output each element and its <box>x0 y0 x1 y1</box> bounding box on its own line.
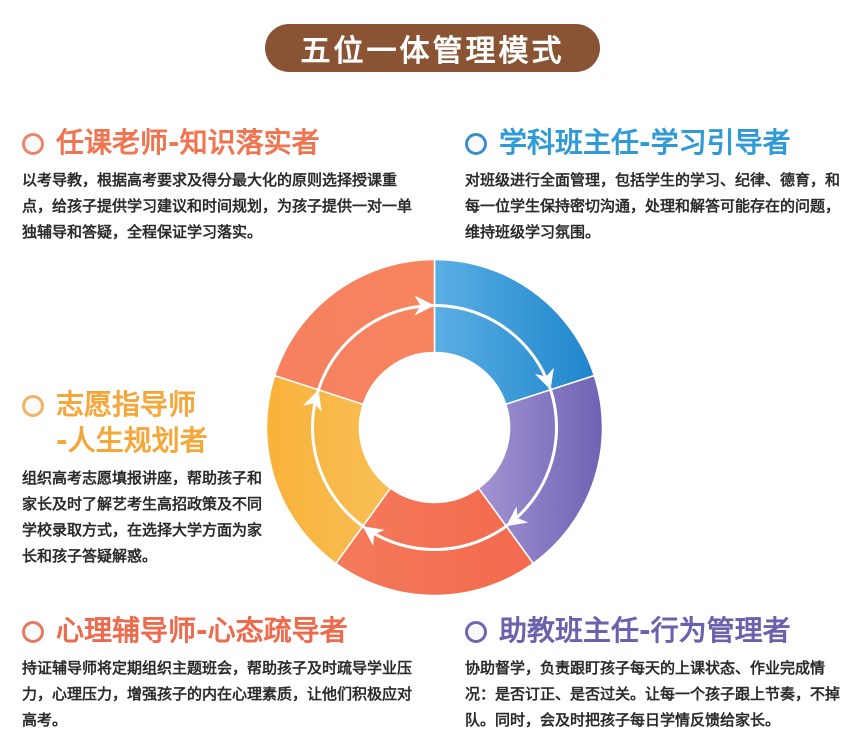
role-description: 组织高考志愿填报讲座，帮助孩子和家长及时了解艺考生高招政策及不同学校录取方式，在… <box>22 469 263 565</box>
role-head-teacher: 学科班主任-学习引导者 对班级进行全面管理，包括学生的学习、纪律、德育，和每一位… <box>465 125 850 245</box>
role-title-line1: 志愿指导师 <box>56 388 197 421</box>
segment-assistant <box>477 374 604 565</box>
role-counselor: 心理辅导师-心态疏导者 持证辅导师将定期组织主题班会，帮助孩子及时疏导学业压力，… <box>22 613 422 733</box>
arrow-icon <box>302 295 554 547</box>
role-title: 学科班主任-学习引导者 <box>499 126 791 159</box>
circle-icon <box>22 133 44 155</box>
role-title: 心理辅导师-心态疏导者 <box>56 614 348 647</box>
role-title: 助教班主任-行为管理者 <box>499 614 791 647</box>
circle-icon <box>465 133 487 155</box>
segment-head-teacher <box>433 258 596 406</box>
role-description: 以考导教，根据高考要求及得分最大化的原则选择授课重点，给孩子提供学习建议和时间规… <box>22 171 413 241</box>
page-title: 五位一体管理模式 <box>265 24 600 72</box>
segment-advisor <box>265 374 392 565</box>
segment-teacher <box>273 258 436 406</box>
circle-icon <box>22 395 44 417</box>
segment-counselor <box>334 487 535 597</box>
role-description: 协助督学，负责跟盯孩子每天的上课状态、作业完成情况：是否订正、是否过关。让每一个… <box>465 659 841 729</box>
role-description: 对班级进行全面管理，包括学生的学习、纪律、德育，和每一位学生保持密切沟通，处理和… <box>465 171 841 241</box>
role-advisor: 志愿指导师 -人生规划者 组织高考志愿填报讲座，帮助孩子和家长及时了解艺考生高招… <box>22 387 262 569</box>
circle-icon <box>22 621 44 643</box>
role-title-line2: -人生规划者 <box>56 424 208 457</box>
role-title: 任课老师-知识落实者 <box>56 126 320 159</box>
role-description: 持证辅导师将定期组织主题班会，帮助孩子及时疏导学业压力，心理压力，增强孩子的内在… <box>22 659 413 729</box>
circle-icon <box>465 621 487 643</box>
role-teacher: 任课老师-知识落实者 以考导教，根据高考要求及得分最大化的原则选择授课重点，给孩… <box>22 125 422 245</box>
cycle-donut-diagram <box>265 258 604 597</box>
role-assistant: 助教班主任-行为管理者 协助督学，负责跟盯孩子每天的上课状态、作业完成情况：是否… <box>465 613 850 733</box>
